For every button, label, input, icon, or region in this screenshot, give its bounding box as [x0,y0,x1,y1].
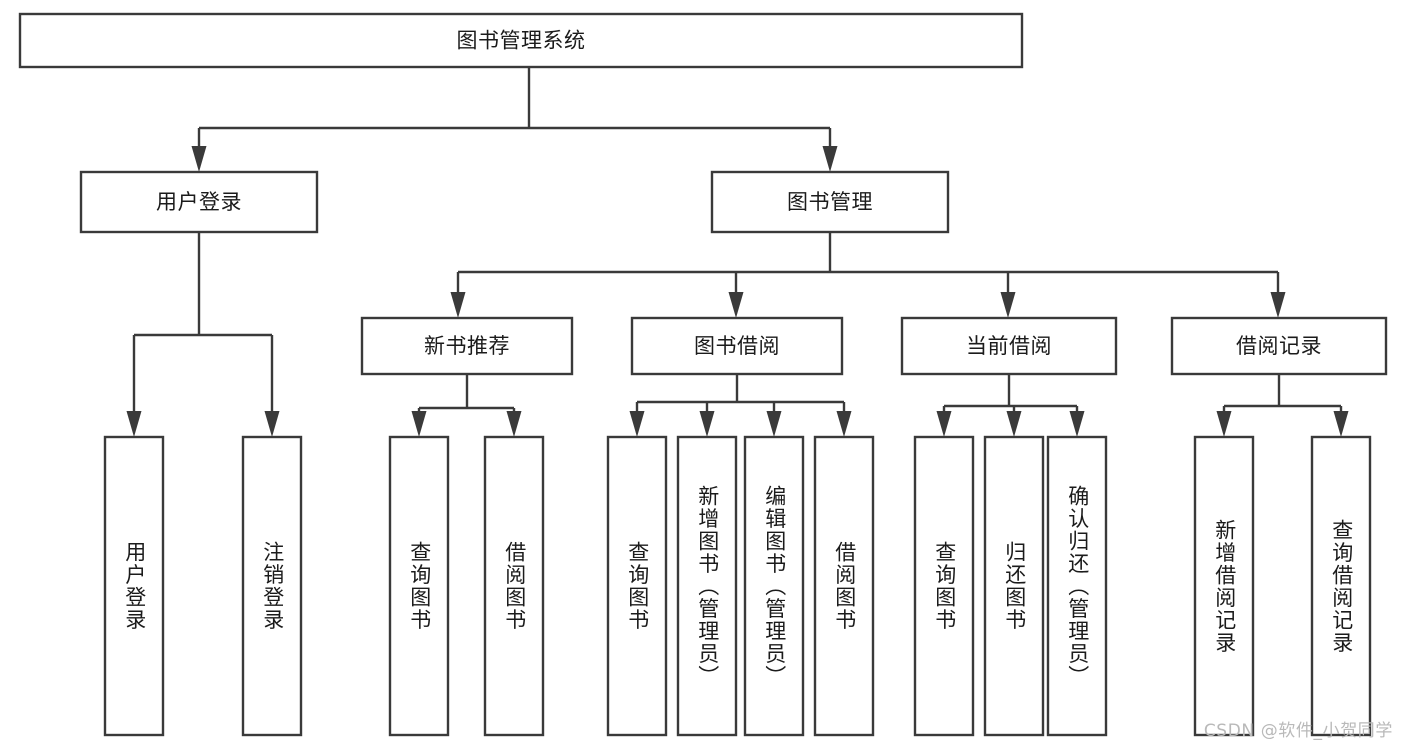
node-label: 图书管理系统 [457,29,586,53]
arrow-head-icon [822,146,838,172]
node-box[interactable] [103,435,165,737]
connector-root-to-level2 [191,67,838,172]
node-borrow-record[interactable]: 借阅记录 [1170,316,1388,376]
node-label: 新书推荐 [424,334,510,358]
node-box[interactable] [900,316,1118,376]
node-box[interactable] [606,435,668,737]
node-box[interactable] [18,12,1024,69]
arrow-head-icon [1333,411,1349,437]
node-leaf-query-book-c[interactable] [913,435,975,737]
arrow-head-icon [836,411,852,437]
node-leaf-add-borrow-record[interactable] [1193,435,1255,737]
connector-current-borrow-to-leaves [936,374,1085,437]
node-current-borrow[interactable]: 当前借阅 [900,316,1118,376]
node-label: 用户登录 [156,190,242,214]
connector-borrow-record-to-leaves [1216,374,1349,437]
arrow-head-icon [766,411,782,437]
connector-book-borrow-to-leaves [629,374,852,437]
node-label: 借阅记录 [1236,334,1322,358]
arrow-head-icon [126,411,142,437]
node-box[interactable] [483,435,545,737]
arrow-head-icon [191,146,207,172]
node-label: 图书管理 [787,190,873,214]
node-book-borrow[interactable]: 图书借阅 [630,316,844,376]
node-leaf-confirm-return[interactable] [1046,435,1108,737]
node-box[interactable] [630,316,844,376]
watermark: CSDN @软件_小贺同学 [1203,721,1393,741]
node-leaf-query-borrow-record[interactable] [1310,435,1372,737]
arrow-head-icon [1000,292,1016,318]
arrow-head-icon [629,411,645,437]
node-system-title[interactable]: 图书管理系统 [18,12,1024,69]
node-leaf-edit-book[interactable] [743,435,805,737]
node-leaf-borrow-book-a[interactable] [483,435,545,737]
connector-book-management-to-level3 [450,232,1286,318]
connector-new-book-recommend-to-leaves [411,374,522,437]
node-leaf-query-book-a[interactable] [388,435,450,737]
arrow-head-icon [264,411,280,437]
node-box[interactable] [1193,435,1255,737]
arrow-head-icon [506,411,522,437]
arrow-head-icon [1006,411,1022,437]
node-box[interactable] [813,435,875,737]
connector-user-login-to-leaves [126,232,280,437]
node-box[interactable] [710,170,950,234]
arrow-head-icon [728,292,744,318]
node-box[interactable] [1310,435,1372,737]
node-box[interactable] [388,435,450,737]
node-box[interactable] [241,435,303,737]
arrow-head-icon [936,411,952,437]
node-label: 当前借阅 [966,334,1052,358]
node-book-management[interactable]: 图书管理 [710,170,950,234]
node-leaf-add-book[interactable] [676,435,738,737]
arrow-head-icon [450,292,466,318]
node-leaf-query-book-b[interactable] [606,435,668,737]
node-box[interactable] [676,435,738,737]
node-box[interactable] [79,170,319,234]
node-new-book-recommend[interactable]: 新书推荐 [360,316,574,376]
node-box[interactable] [913,435,975,737]
node-box[interactable] [983,435,1045,737]
node-leaf-borrow-book-b[interactable] [813,435,875,737]
node-leaf-logout-login[interactable] [241,435,303,737]
node-box[interactable] [1046,435,1108,737]
arrow-head-icon [699,411,715,437]
arrow-head-icon [1270,292,1286,318]
node-leaf-user-login[interactable] [103,435,165,737]
node-leaf-return-book[interactable] [983,435,1045,737]
node-box[interactable] [360,316,574,376]
arrow-head-icon [1216,411,1232,437]
node-box[interactable] [1170,316,1388,376]
node-box[interactable] [743,435,805,737]
node-user-login[interactable]: 用户登录 [79,170,319,234]
node-label: 图书借阅 [694,334,780,358]
arrow-head-icon [411,411,427,437]
arrow-head-icon [1069,411,1085,437]
